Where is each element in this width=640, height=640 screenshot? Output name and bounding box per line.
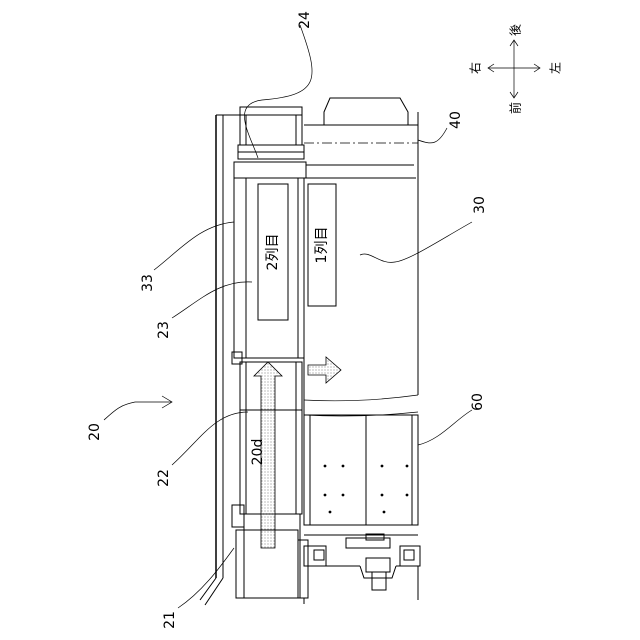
movement-arrow-right [308,357,341,383]
ref-60: 60 [470,393,486,411]
row-1-label: 1列目 [314,227,330,264]
direction-left: 左 [548,62,563,74]
direction-right: 右 [468,62,483,74]
ref-23: 23 [156,321,172,339]
ref-30: 30 [472,196,488,214]
ref-33: 33 [140,274,156,292]
floor-fittings [304,534,420,604]
direction-back: 後 [509,24,523,36]
row-2-label: 2列目 [265,234,281,271]
ref-22: 22 [156,469,172,487]
direction-front: 前 [508,102,523,114]
row-1-label-box: 1列目 [314,227,330,264]
row-2-label-box: 2列目 [265,234,281,271]
ref-40: 40 [448,111,464,129]
seat-60 [304,415,418,535]
ref-21: 21 [162,611,178,629]
ref-24: 24 [297,11,313,29]
direction-compass: 後 前 右 左 [468,24,563,114]
seat-headrest-40 [304,98,418,178]
ref-20: 20 [87,423,103,441]
label-20d: 20d [250,439,266,466]
